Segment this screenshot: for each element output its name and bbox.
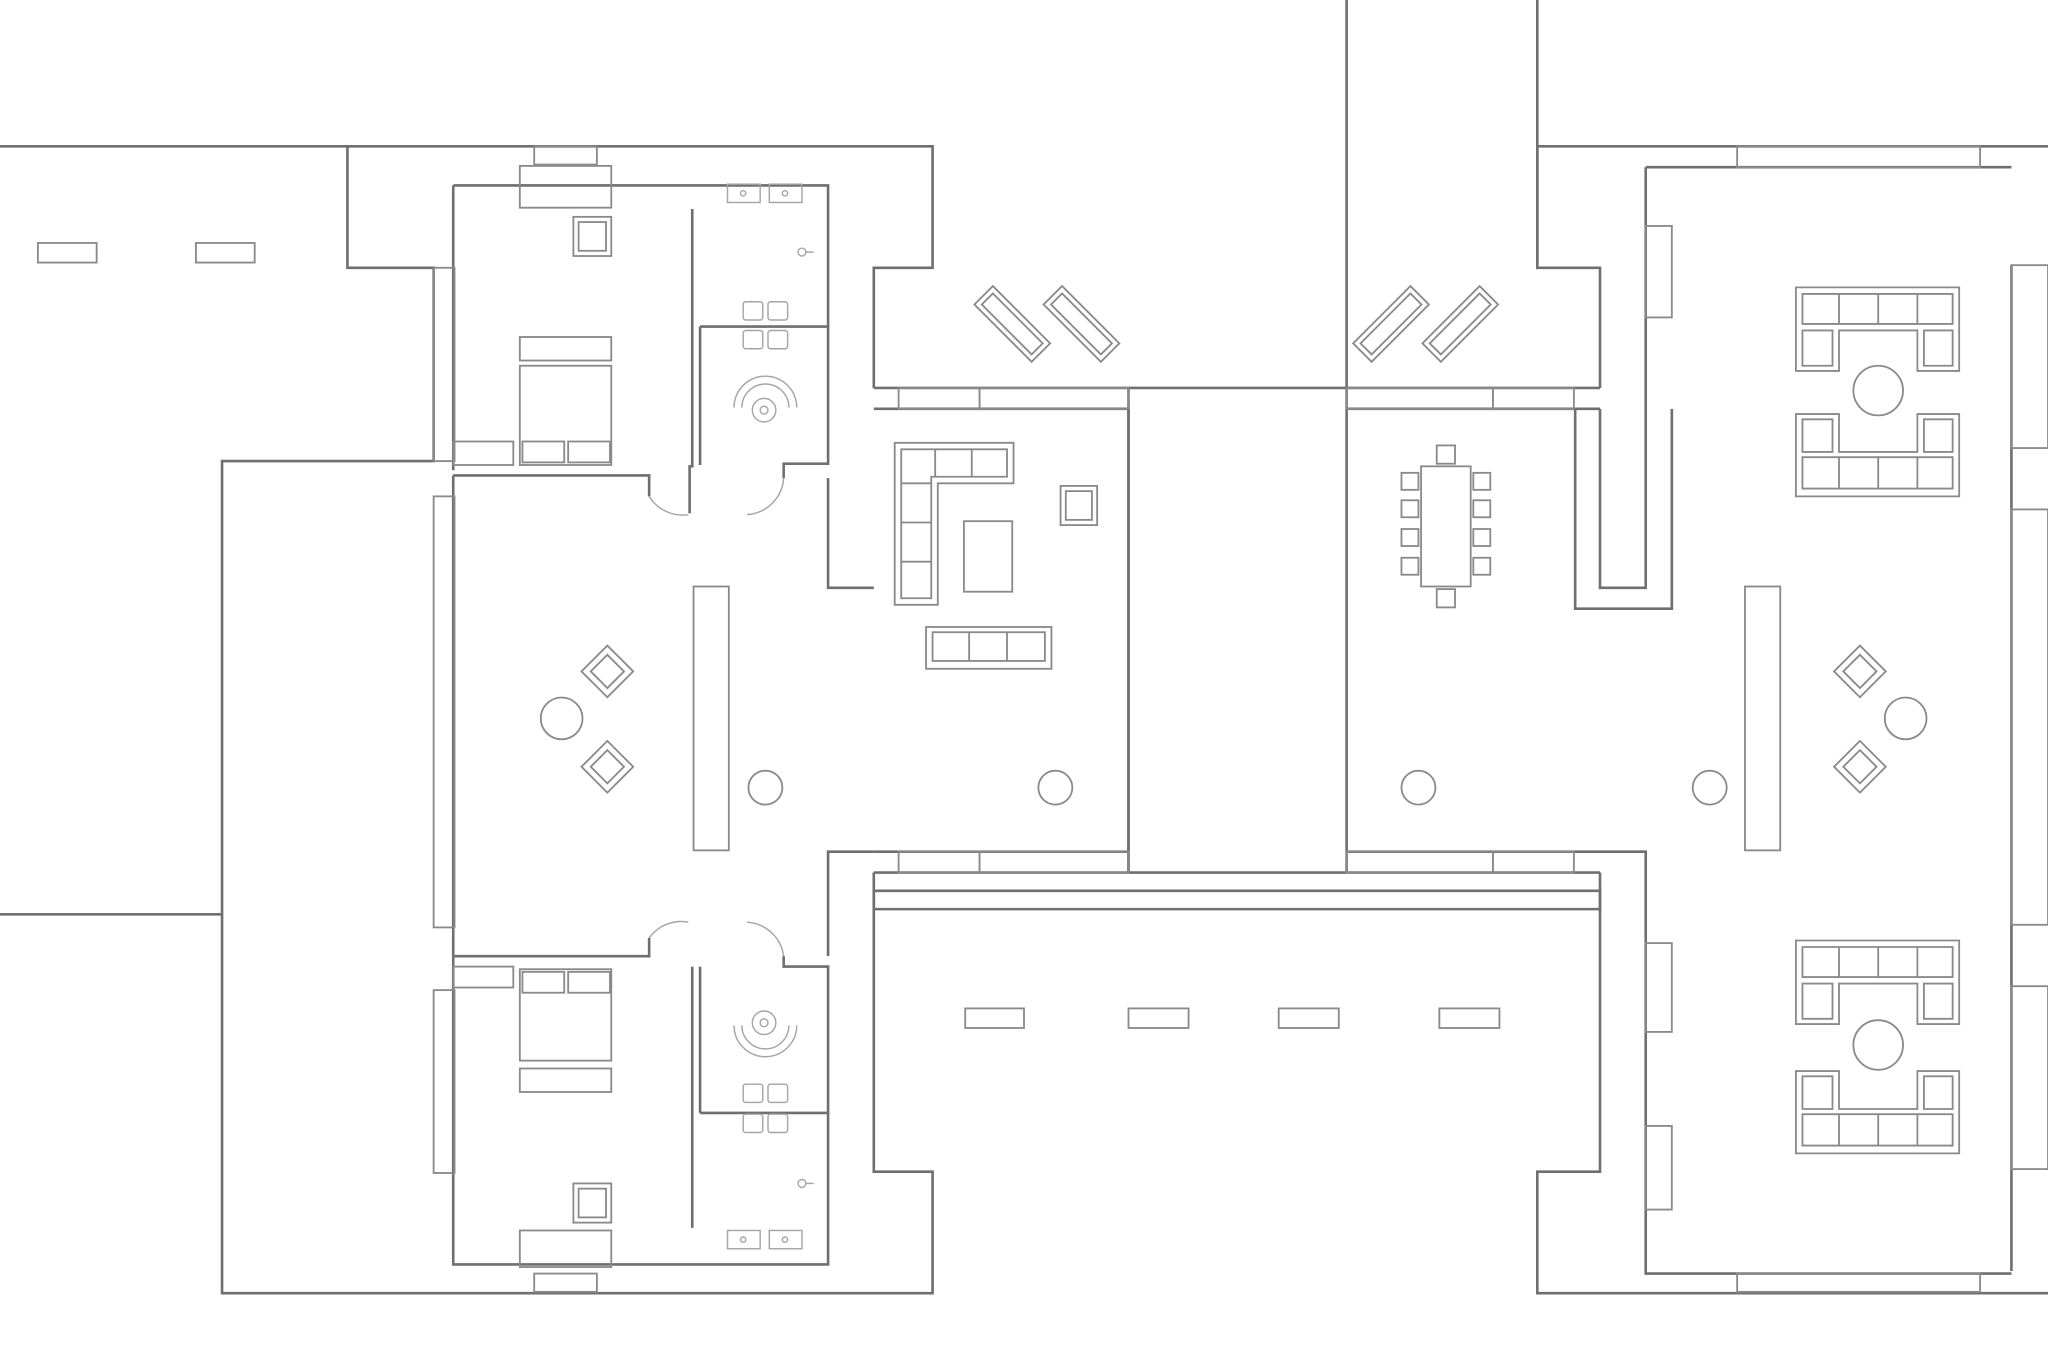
lower-bathroom [726,1010,814,1250]
lounge-chair [580,739,635,794]
coffee-table [963,520,1014,593]
armchair [572,215,613,257]
round-table [1852,364,1904,417]
sun-loungers [973,284,1500,364]
ceiling-lights [36,242,1501,1029]
dining-set [1400,444,1492,806]
bed-footboard [518,1067,613,1093]
bed-headboard [518,336,613,362]
column [747,769,784,806]
dresser [518,164,613,209]
lounge-chair [580,644,635,699]
windows [432,145,2048,1293]
upper-bathroom [726,183,814,423]
central-lounge [893,441,1099,806]
lower-bedroom [518,968,613,1268]
side-table [539,696,584,741]
pillow [567,440,611,464]
exterior-walls [0,0,2048,1295]
pillow [521,440,566,464]
door-swings [648,478,785,957]
bed [518,364,613,466]
lounge-chair [1832,739,1888,794]
partition-cabinet [1744,585,1782,852]
sofa [925,626,1053,670]
column [1400,769,1437,806]
dresser [518,1229,613,1268]
dining-table [1420,465,1472,588]
armchair [1059,484,1099,527]
partition-cabinet [692,585,730,852]
l-sofa [893,441,1015,606]
pillow [567,970,611,994]
armchair [572,1182,613,1224]
column [1691,769,1728,806]
side-table [1883,696,1928,741]
pillow [521,970,566,994]
upper-bedroom [518,164,613,466]
right-lounge [1691,585,1928,852]
bed [518,968,613,1062]
interior-walls [451,165,2012,1275]
left-lounge [539,585,784,852]
column [1037,769,1074,806]
round-table [1852,1019,1904,1071]
sectional-sofas-bottom [1795,939,1961,1155]
sectional-sofas-top [1795,286,1961,498]
lounge-chair [1832,644,1888,699]
